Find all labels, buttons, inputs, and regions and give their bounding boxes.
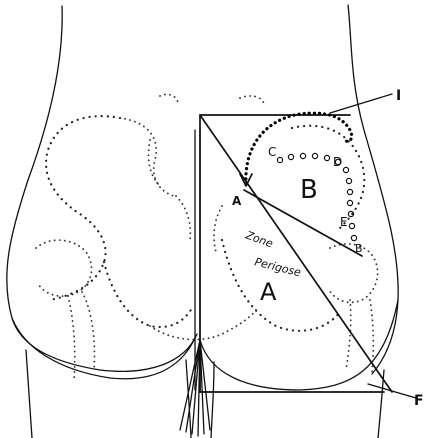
label-A-point: A (232, 194, 242, 208)
right-leg-line-1 (211, 362, 214, 438)
label-zone: Zone (243, 228, 275, 250)
label-F: F (414, 393, 424, 409)
right-body-outline (348, 5, 398, 374)
right-hip-socket-dotted (328, 244, 378, 302)
heavy-dotted-curve (246, 113, 352, 184)
right-femur-dotted (346, 300, 373, 372)
leader-line-I (330, 94, 392, 113)
leader-line-F (368, 384, 416, 398)
label-C: C (268, 145, 276, 159)
left-ischium-dotted (104, 262, 192, 327)
right-ischium-dotted (222, 240, 340, 331)
label-B-region: B (300, 175, 318, 205)
left-hip-socket-dotted (36, 240, 92, 296)
diagonal-to-F (200, 115, 392, 392)
left-iliac-inner-dotted (120, 118, 174, 196)
left-leg-line-1 (26, 350, 32, 438)
right-buttock-lower (200, 300, 398, 390)
central-sacral-dotted (176, 196, 222, 252)
label-A-region: A (260, 278, 277, 306)
label-I: I (396, 88, 401, 104)
left-buttock-lower (12, 318, 197, 371)
label-perigose: Perigose (253, 255, 302, 279)
left-iliac-wing-dotted (46, 116, 120, 300)
left-body-outline (7, 6, 195, 379)
label-E: E (340, 215, 348, 229)
label-D: D (333, 155, 342, 169)
lower-gluteal-dotted (150, 310, 256, 340)
label-B-point: B (355, 242, 363, 255)
